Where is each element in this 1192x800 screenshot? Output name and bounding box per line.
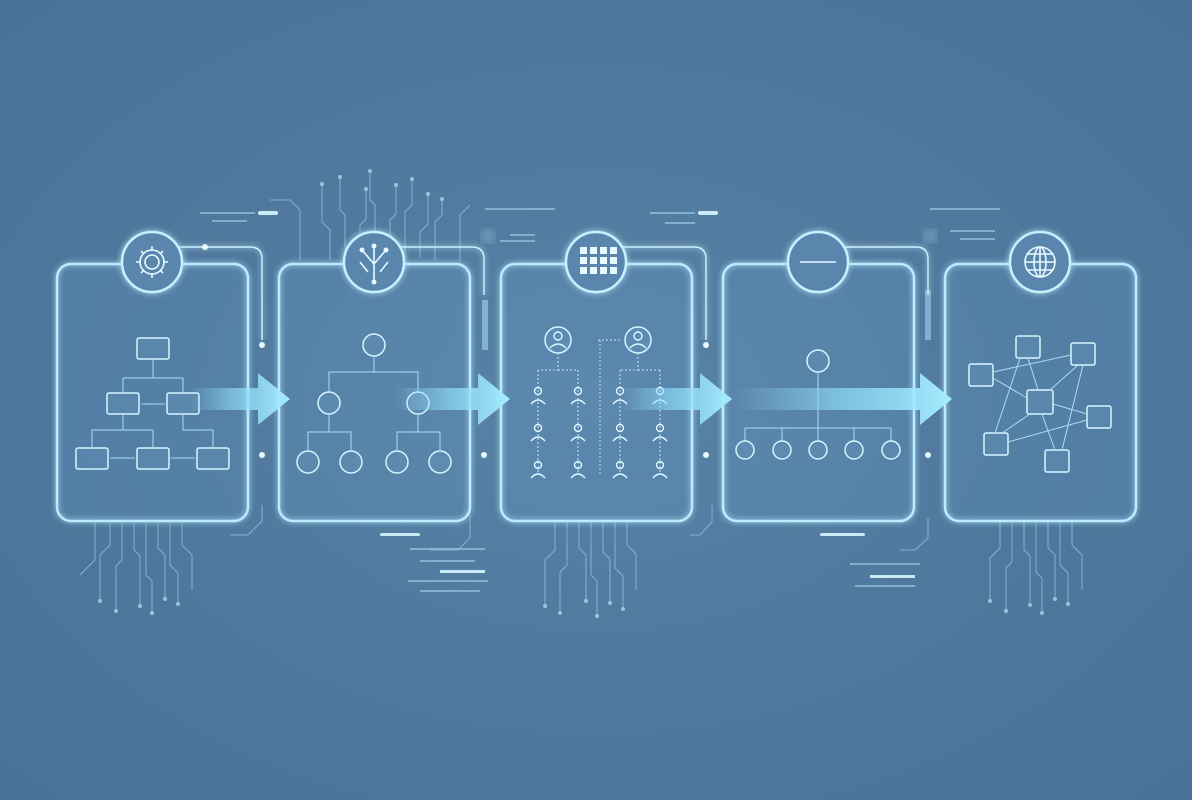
people-group — [530, 386, 668, 479]
flowchart-diagram — [75, 337, 230, 470]
tree-diagram — [296, 333, 452, 474]
team-groups-diagram — [530, 326, 668, 479]
globe-icon — [1024, 246, 1056, 278]
branching-icon — [359, 243, 389, 285]
flow-arrow-4 — [735, 373, 952, 425]
flow-arrow-1 — [190, 373, 290, 425]
panel-connectors — [175, 244, 931, 520]
flat-hierarchy-diagram — [735, 349, 901, 460]
gear-icon — [136, 246, 168, 278]
stage-panel-3 — [499, 262, 694, 523]
stage-badge-4 — [786, 230, 850, 294]
flow-arrow-2 — [395, 373, 510, 425]
network-diagram — [968, 335, 1112, 473]
stage-badge-3 — [564, 230, 628, 294]
stage-panel-1 — [55, 262, 250, 523]
flow-arrows — [190, 373, 952, 425]
stage-panel-5 — [943, 262, 1138, 523]
flow-arrow-3 — [620, 373, 732, 425]
stage-badge-5 — [1008, 230, 1072, 294]
stage-badge-2 — [342, 230, 406, 294]
stage-badge-1 — [120, 230, 184, 294]
data-streaks — [200, 208, 1000, 592]
grid-icon — [580, 247, 617, 274]
circuit-traces-top — [270, 169, 471, 262]
circuit-traces-bottom — [79, 505, 1083, 618]
